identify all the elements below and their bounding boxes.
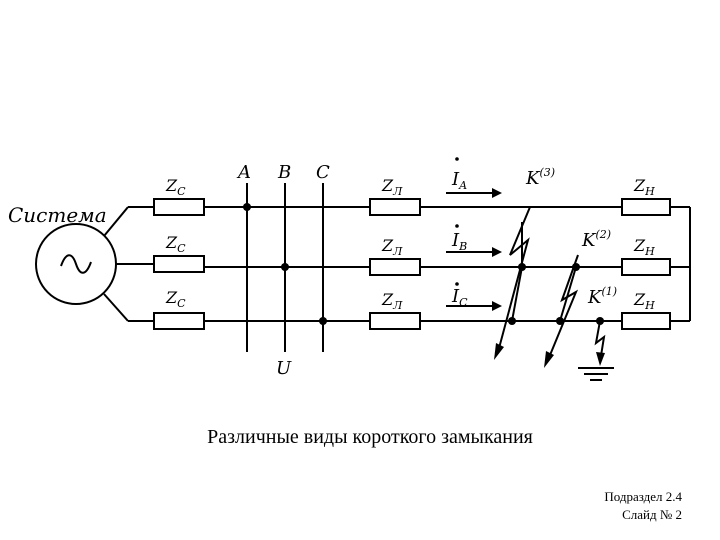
load-impedance-b-label: ZН: [633, 236, 655, 258]
fault-3-tie-c: [511, 266, 523, 322]
phase-label-a: A: [236, 162, 251, 183]
source-impedance-b: [153, 255, 205, 273]
subsection-label: Подраздел 2.4: [604, 489, 682, 504]
fault-1-label: K(1): [587, 285, 617, 308]
load-impedance-a-label: ZН: [633, 176, 655, 198]
junction-dot: [596, 317, 604, 325]
junction-dot: [243, 203, 251, 211]
fault-2-lightning: [547, 254, 579, 361]
line-impedance-a: [369, 198, 421, 216]
current-dot-b: [455, 224, 459, 228]
current-dot-c: [455, 282, 459, 286]
current-c-label: IC: [451, 286, 468, 309]
load-impedance-c: [621, 312, 671, 330]
current-arrowhead-a: [492, 188, 502, 198]
source-impedance-a: [153, 198, 205, 216]
source-impedance-c-label: ZC: [165, 288, 186, 310]
source-impedance-b-label: ZC: [165, 233, 186, 255]
current-b-label: IB: [451, 230, 467, 253]
current-dot-a: [455, 157, 459, 161]
fault-3-arrowhead: [494, 343, 504, 360]
junction-dot: [281, 263, 289, 271]
phase-label-b: B: [277, 162, 291, 183]
fault-3-lightning: [497, 206, 531, 353]
fault-3-label: K(3): [525, 166, 555, 189]
phase-label-c: C: [316, 162, 330, 183]
caption: Различные виды короткого замыкания: [207, 426, 533, 448]
line-impedance-a-label: ZЛ: [381, 176, 403, 198]
source-lead-c: [103, 293, 129, 322]
line-impedance-b: [369, 258, 421, 276]
slide-footer: Подраздел 2.4 Слайд № 2: [604, 488, 682, 524]
voltage-label: U: [276, 358, 292, 379]
junction-dot: [518, 263, 526, 271]
source-impedance-c: [153, 312, 205, 330]
fault-2-tie: [559, 266, 577, 322]
current-a-label: IA: [451, 169, 467, 192]
source-impedance-a-label: ZC: [165, 176, 186, 198]
load-impedance-b: [621, 258, 671, 276]
junction-dot: [508, 317, 516, 325]
current-arrowhead-b: [492, 247, 502, 257]
slide-number: Слайд № 2: [622, 507, 682, 522]
fault-1-arrowhead: [596, 352, 605, 366]
current-arrowhead-c: [492, 301, 502, 311]
source-label: Система: [8, 203, 107, 227]
junction-dot: [319, 317, 327, 325]
fault-1-lightning: [594, 320, 606, 363]
load-impedance-a: [621, 198, 671, 216]
junction-dot: [572, 263, 580, 271]
junction-dot: [556, 317, 564, 325]
source-lead-a: [103, 206, 129, 237]
line-impedance-c-label: ZЛ: [381, 290, 403, 312]
line-impedance-b-label: ZЛ: [381, 236, 403, 258]
sine-icon: [60, 254, 92, 274]
fault-2-label: K(2): [581, 228, 611, 251]
fault-2-arrowhead: [544, 351, 554, 368]
line-impedance-c: [369, 312, 421, 330]
load-impedance-c-label: ZН: [633, 290, 655, 312]
